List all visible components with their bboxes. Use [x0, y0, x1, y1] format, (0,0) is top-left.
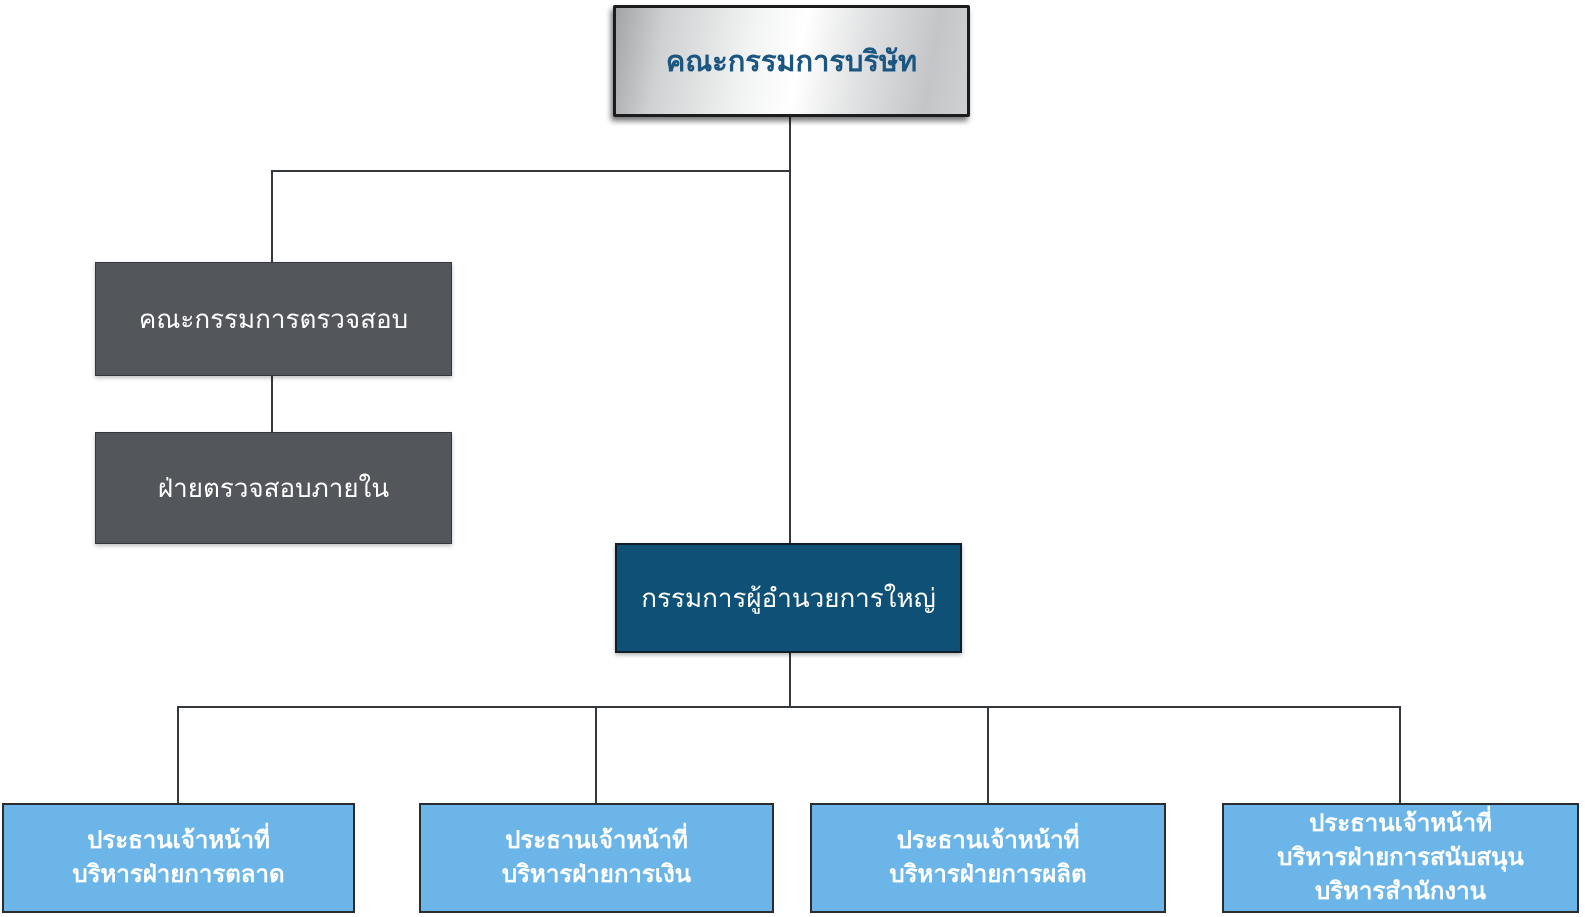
connector-branch-audit-horizontal	[272, 170, 790, 172]
connector-executives-horizontal	[177, 706, 1401, 708]
node-board-of-directors: คณะกรรมการบริษัท	[613, 5, 970, 117]
node-chief-production-officer-line1: ประธานเจ้าหน้าที่	[896, 826, 1080, 854]
node-chief-production-officer: ประธานเจ้าหน้าที่ บริหารฝ่ายการผลิต	[810, 803, 1166, 913]
node-audit-committee: คณะกรรมการตรวจสอบ	[95, 262, 452, 376]
connector-drop-marketing	[177, 706, 179, 803]
node-chief-office-support-officer-line3: บริหารสำนักงาน	[1315, 878, 1486, 906]
connector-drop-production	[987, 706, 989, 803]
node-president-label: กรรมการผู้อำนวยการใหญ่	[641, 582, 936, 613]
connector-president-down	[789, 653, 791, 708]
node-president: กรรมการผู้อำนวยการใหญ่	[615, 543, 962, 653]
node-board-of-directors-label: คณะกรรมการบริษัท	[665, 46, 918, 78]
node-chief-office-support-officer-line2: บริหารฝ่ายการสนับสนุน	[1277, 843, 1524, 871]
node-chief-financial-officer-line1: ประธานเจ้าหน้าที่	[505, 826, 688, 854]
connector-audit-to-internal-audit	[271, 376, 273, 432]
node-chief-financial-officer: ประธานเจ้าหน้าที่ บริหารฝ่ายการเงิน	[419, 803, 774, 913]
connector-drop-finance	[595, 706, 597, 803]
node-chief-financial-officer-line2: บริหารฝ่ายการเงิน	[501, 861, 692, 888]
node-audit-committee-label: คณะกรรมการตรวจสอบ	[138, 303, 409, 334]
connector-branch-to-audit-committee	[271, 170, 273, 262]
node-internal-audit-label: ฝ่ายตรวจสอบภายใน	[157, 472, 390, 503]
connector-drop-office-support	[1399, 706, 1401, 803]
node-chief-marketing-officer: ประธานเจ้าหน้าที่ บริหารฝ่ายการตลาด	[2, 803, 355, 913]
node-chief-marketing-officer-line1: ประธานเจ้าหน้าที่	[87, 826, 270, 854]
node-chief-marketing-officer-line2: บริหารฝ่ายการตลาด	[72, 861, 285, 888]
node-chief-production-officer-line2: บริหารฝ่ายการผลิต	[889, 861, 1087, 888]
node-chief-office-support-officer-line1: ประธานเจ้าหน้าที่	[1309, 809, 1492, 837]
node-internal-audit: ฝ่ายตรวจสอบภายใน	[95, 432, 452, 544]
connector-board-to-president	[789, 117, 791, 543]
node-chief-office-support-officer: ประธานเจ้าหน้าที่ บริหารฝ่ายการสนับสนุน …	[1222, 803, 1579, 913]
